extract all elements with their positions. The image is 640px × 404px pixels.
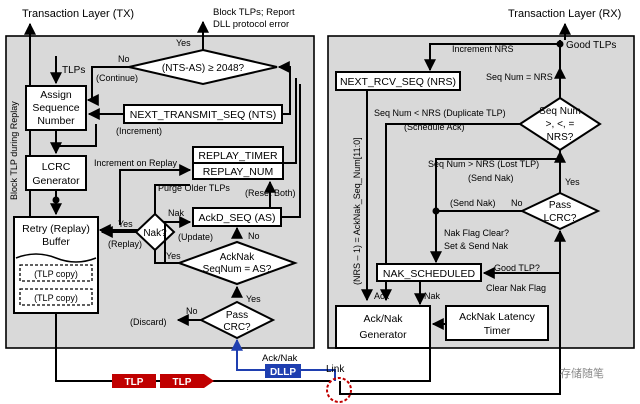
tlp-copy-1: (TLP copy) [34, 269, 78, 279]
acknak-generator-box [335, 305, 431, 349]
yes-top: Yes [176, 38, 191, 48]
nak-label: Nak [168, 208, 185, 218]
nak-label-rx: Nak [424, 291, 441, 301]
acknak-gen-line2: Generator [359, 329, 407, 341]
nak-decision-text: Nak? [143, 228, 167, 239]
tlp-text-1: TLP [125, 377, 144, 388]
pass-crc-line2: CRC? [223, 322, 251, 333]
yes-acknak-label: Yes [166, 251, 181, 261]
assign-seq-line1: Assign [40, 89, 72, 101]
rx-side-label: (NRS – 1) = AckNak_Seq_Num[11:0] [352, 137, 362, 285]
tx-header: Transaction Layer (TX) [22, 8, 134, 20]
nak-scheduled-box [376, 263, 482, 282]
latency-line1: AckNak Latency [459, 311, 536, 323]
good-tlp-q: Good TLP? [494, 263, 540, 273]
seq-decision-line2: >, <, = [546, 119, 575, 130]
dllp-badge [265, 364, 301, 378]
nak-scheduled-text: NAK_SCHEDULED [383, 268, 476, 280]
acknak-seqnum-decision [176, 240, 298, 286]
assign-sequence-number-box [25, 85, 87, 131]
seq-decision-line3: NRS? [547, 132, 574, 143]
increment-label: (Increment) [116, 126, 162, 136]
replay-label: (Replay) [108, 239, 142, 249]
nrs-text: NEXT_RCV_SEQ (NRS) [340, 76, 456, 88]
rx-header: Transaction Layer (RX) [508, 8, 621, 20]
link-label: Link [326, 364, 345, 375]
acknak-decision-line1: AckNak [220, 252, 255, 263]
tlp-badge-1 [112, 374, 156, 388]
nts-as-decision [128, 48, 278, 86]
no-crc-label: No [186, 306, 198, 316]
clear-nak-flag: Clear Nak Flag [486, 283, 546, 293]
block-tlps-note-1: Block TLPs; Report [213, 7, 295, 18]
ackd-seq-text: AckD_SEQ (AS) [198, 212, 275, 224]
ack-label: Ack [374, 291, 390, 301]
assign-seq-line3: Number [37, 115, 75, 127]
no-acknak-label: No [248, 231, 260, 241]
tlp-badge-2 [160, 374, 204, 388]
acknak-latency-timer-box [445, 305, 549, 341]
purge-label: Purge Older TLPs [158, 183, 230, 193]
pass-crc-line1: Pass [226, 310, 248, 321]
replay-timer-text: REPLAY_TIMER [198, 150, 278, 162]
send-nak-2: (Send Nak) [450, 198, 496, 208]
no-top: No [118, 54, 130, 64]
tlps-label: TLPs [62, 65, 85, 76]
latency-line2: Timer [484, 325, 511, 337]
seq-gt-nrs: Seq Num > NRS (Lost TLP) [428, 159, 539, 169]
update-label: (Update) [178, 232, 213, 242]
tx-side-label: Block TLP during Replay [9, 101, 19, 200]
nak-flag-clear: Nak Flag Clear? [444, 228, 509, 238]
acknak-decision-line2: SeqNum = AS? [203, 264, 272, 275]
pass-crc-decision [198, 300, 276, 340]
acknak-link-label: Ack/Nak [262, 353, 298, 364]
tlp-copy-2: (TLP copy) [34, 293, 78, 303]
nts-text: NEXT_TRANSMIT_SEQ (NTS) [130, 109, 276, 121]
assign-seq-line2: Sequence [32, 102, 79, 114]
nts-as-text: (NTS-AS) ≥ 2048? [162, 63, 245, 74]
next-rcv-seq-box [335, 71, 461, 91]
lcrc-line1: LCRC [42, 161, 71, 173]
discard-label: (Discard) [130, 317, 167, 327]
replay-num-box [192, 162, 284, 180]
block-tlps-note-2: DLL protocol error [213, 19, 289, 30]
link-marker [326, 377, 352, 403]
continue-label: (Continue) [96, 73, 138, 83]
yes-nak-label: Yes [118, 219, 133, 229]
no-lcrc-label: No [511, 198, 523, 208]
retry-line2: Buffer [42, 236, 70, 248]
send-nak-1: (Send Nak) [468, 173, 514, 183]
pass-lcrc-line2: LCRC? [544, 213, 577, 224]
replay-num-text: REPLAY_NUM [203, 166, 273, 178]
pass-lcrc-line1: Pass [549, 200, 571, 211]
retry-line1: Retry (Replay) [22, 223, 90, 235]
pass-lcrc-decision [519, 191, 601, 231]
dllp-text: DLLP [270, 367, 296, 378]
set-send-nak: Set & Send Nak [444, 241, 509, 251]
seq-lt-nrs: Seq Num < NRS (Duplicate TLP) [374, 108, 506, 118]
yes-lcrc-label: Yes [565, 177, 580, 187]
watermark: 存储随笔 [560, 366, 604, 380]
seq-eq-nrs: Seq Num = NRS [486, 72, 553, 82]
seq-decision-line1: Seq Num [539, 106, 581, 117]
good-tlps-label: Good TLPs [566, 40, 616, 51]
acknak-gen-line1: Ack/Nak [363, 313, 403, 325]
lcrc-line2: Generator [32, 175, 80, 187]
increment-on-replay: Increment on Replay [94, 158, 178, 168]
yes-crc-label: Yes [246, 294, 261, 304]
tlp-text-2: TLP [173, 377, 192, 388]
schedule-ack: (Schedule Ack) [404, 122, 465, 132]
increment-nrs-label: Increment NRS [452, 44, 514, 54]
